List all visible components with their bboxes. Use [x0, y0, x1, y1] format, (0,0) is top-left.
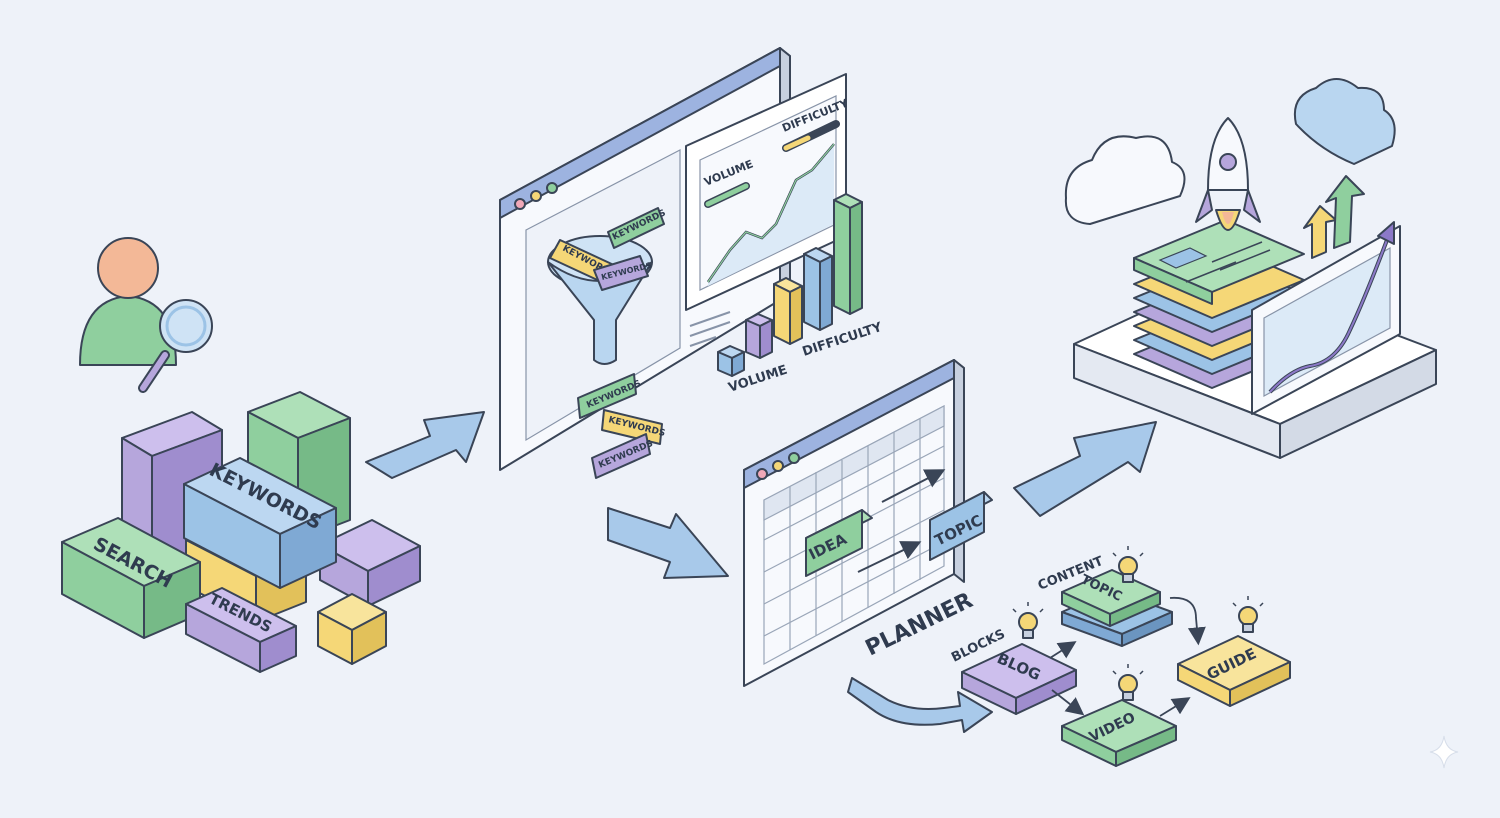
- flow-arrow-3: [1013, 421, 1157, 517]
- lightbulb-icon: [1112, 546, 1144, 583]
- user-icon: [79, 237, 177, 366]
- lightbulb-icon: [1012, 602, 1044, 639]
- video-block: VIDEO: [1061, 699, 1177, 767]
- growth-chart-screen: [1251, 221, 1401, 415]
- connector-arrows: [1049, 596, 1206, 717]
- text-lines: [689, 311, 731, 347]
- keyword-blocks: SEARCH TRENDS KEYWORDS: [61, 391, 421, 673]
- bar-3: [773, 277, 803, 345]
- idea-card: IDEA: [805, 509, 873, 577]
- funnel-tag-3: KEYWORDS: [593, 255, 653, 291]
- bar-2: [745, 313, 773, 359]
- flow-arrow-2: [607, 507, 729, 579]
- window-close-dot: [514, 198, 526, 210]
- output-tag-3: KEYWORDS: [591, 433, 655, 479]
- growth-arrow-icon: [1303, 175, 1365, 259]
- analytics-window: VOLUME DIFFICULTY: [685, 73, 851, 311]
- yellow-cube: [317, 593, 387, 665]
- blog-block: BLOG: [961, 643, 1077, 715]
- rocket-icon: [1195, 117, 1261, 231]
- bar-1: [717, 345, 745, 377]
- lightbulb-icon: [1232, 596, 1264, 633]
- planner-arrows: [857, 469, 946, 573]
- sparkle-icon: [1429, 735, 1459, 769]
- topic-block: TOPIC: [1061, 569, 1173, 647]
- cloud-icon: [1064, 135, 1186, 225]
- lightbulb-icon: [1112, 664, 1144, 701]
- content-blocks: BLOCKS CONTENT TOPIC BLOG VIDEO: [949, 546, 1291, 767]
- guide-block: GUIDE: [1177, 635, 1291, 707]
- keywords-block: KEYWORDS: [183, 457, 337, 589]
- cloud-icon: [1294, 78, 1396, 165]
- bar-4: [803, 247, 833, 331]
- window-minimize-dot: [530, 190, 542, 202]
- flow-arrow-4: [847, 677, 993, 733]
- bar-5: [833, 193, 863, 315]
- magnifier-icon: [138, 299, 213, 393]
- flow-arrow-1: [365, 411, 485, 479]
- window-maximize-dot: [546, 182, 558, 194]
